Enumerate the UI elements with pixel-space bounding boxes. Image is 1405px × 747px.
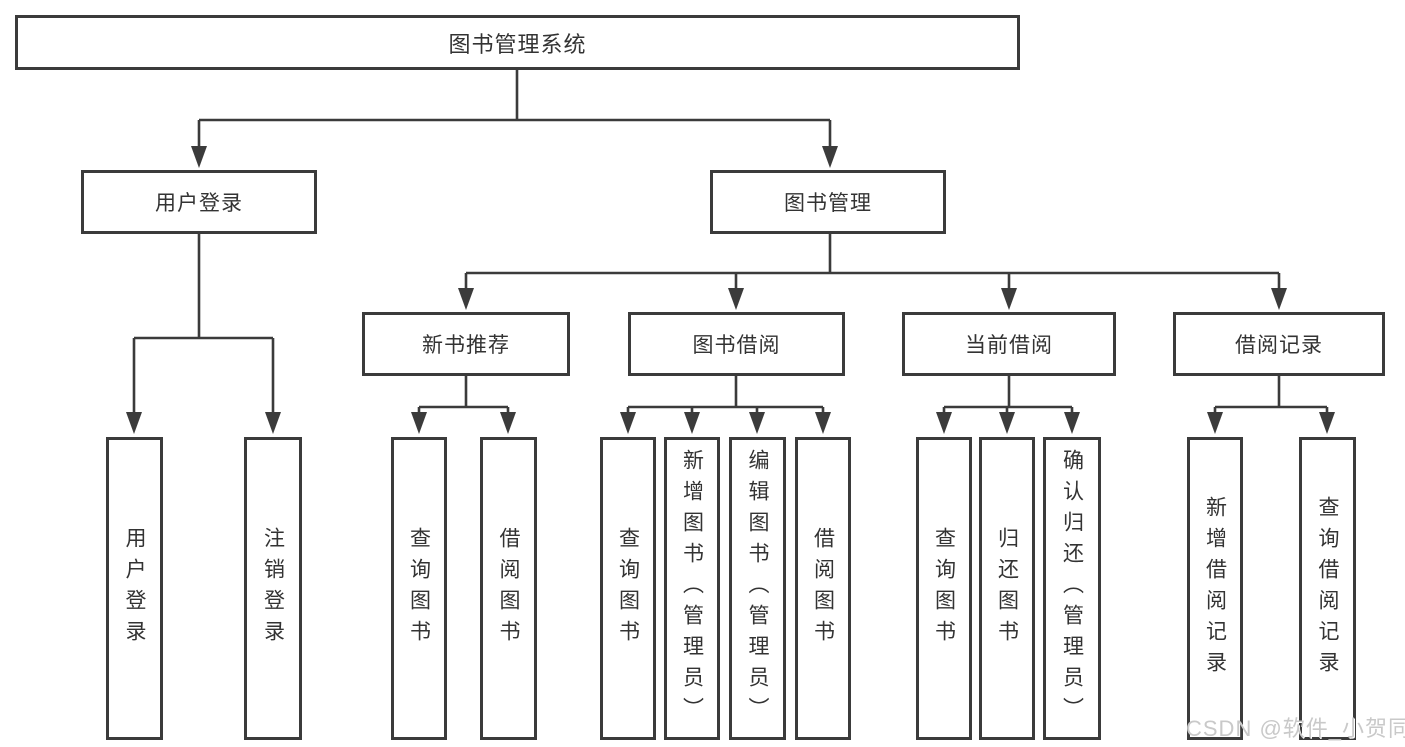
node-borrow-records: 借阅记录 <box>1173 312 1385 376</box>
arrow-down-icon <box>815 412 831 434</box>
leaf-borrow-book-2: 借阅图书 <box>795 437 851 740</box>
csdn-watermark: CSDN @软件_小贺同学 <box>1186 716 1405 741</box>
arrow-down-icon <box>749 412 765 434</box>
leaf-add-book-admin: 新增图书（管理员） <box>664 437 720 740</box>
arrow-down-icon <box>1064 412 1080 434</box>
node-user-login: 用户登录 <box>81 170 317 234</box>
arrow-down-icon <box>458 288 474 310</box>
leaf-search-book-2: 查询图书 <box>600 437 656 740</box>
node-new-book-recommend: 新书推荐 <box>362 312 570 376</box>
arrow-down-icon <box>411 412 427 434</box>
leaf-user-login: 用户登录 <box>106 437 163 740</box>
arrow-down-icon <box>684 412 700 434</box>
arrow-down-icon <box>728 288 744 310</box>
leaf-add-borrow-record: 新增借阅记录 <box>1187 437 1243 740</box>
arrow-down-icon <box>1001 288 1017 310</box>
arrow-down-icon <box>1207 412 1223 434</box>
leaf-confirm-return-admin: 确认归还（管理员） <box>1043 437 1101 740</box>
node-book-borrow: 图书借阅 <box>628 312 845 376</box>
leaf-search-book-3: 查询图书 <box>916 437 972 740</box>
leaf-borrow-book-1: 借阅图书 <box>480 437 537 740</box>
node-book-management: 图书管理 <box>710 170 946 234</box>
arrow-down-icon <box>1271 288 1287 310</box>
arrow-down-icon <box>936 412 952 434</box>
leaf-search-book-1: 查询图书 <box>391 437 447 740</box>
leaf-logout: 注销登录 <box>244 437 302 740</box>
arrow-down-icon <box>999 412 1015 434</box>
arrow-down-icon <box>265 412 281 434</box>
node-root-library-system: 图书管理系统 <box>15 15 1020 70</box>
arrow-down-icon <box>1319 412 1335 434</box>
arrow-down-icon <box>500 412 516 434</box>
leaf-search-borrow-record: 查询借阅记录 <box>1299 437 1356 740</box>
leaf-return-book: 归还图书 <box>979 437 1035 740</box>
arrow-down-icon <box>822 146 838 168</box>
node-current-borrow: 当前借阅 <box>902 312 1116 376</box>
arrow-down-icon <box>126 412 142 434</box>
arrow-down-icon <box>191 146 207 168</box>
arrow-down-icon <box>620 412 636 434</box>
leaf-edit-book-admin: 编辑图书（管理员） <box>729 437 786 740</box>
